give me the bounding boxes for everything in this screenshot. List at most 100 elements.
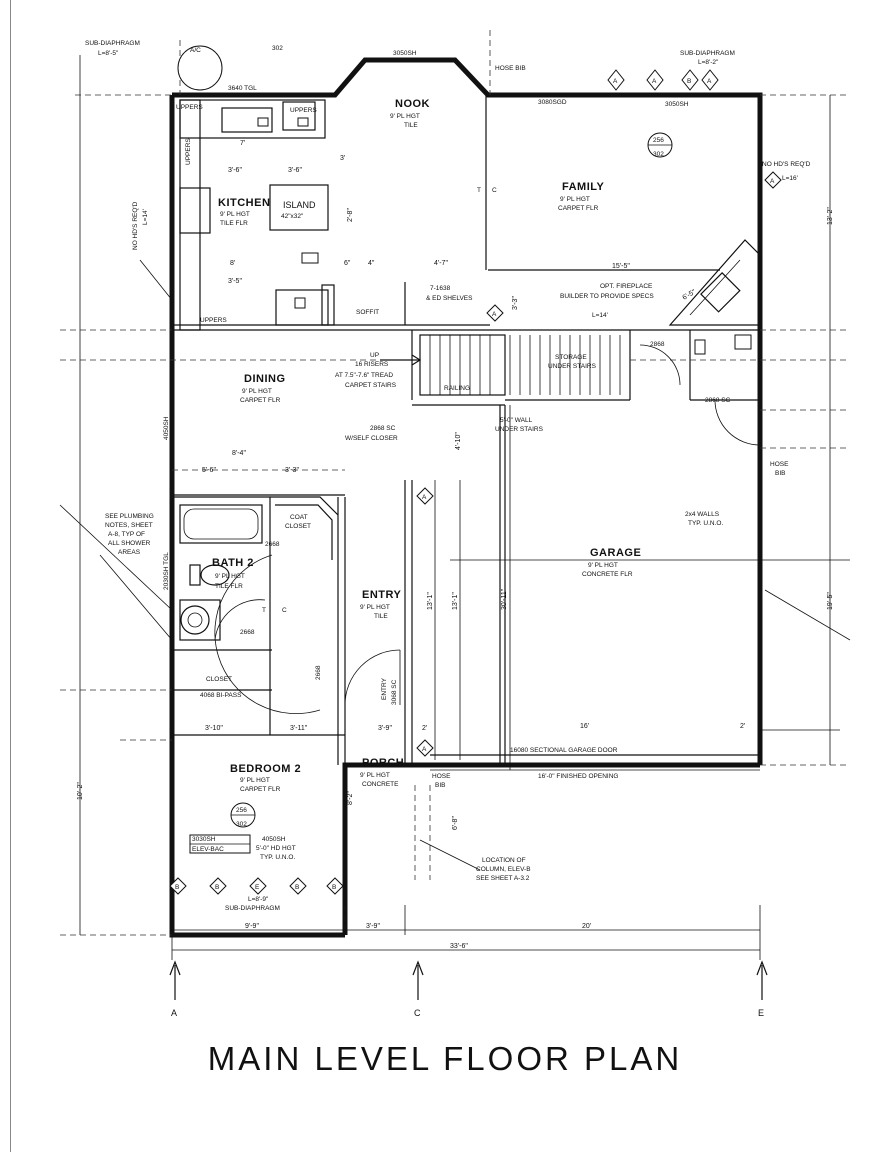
svg-text:9' PL HGT: 9' PL HGT (242, 388, 272, 395)
svg-text:2030SH TGL: 2030SH TGL (163, 552, 170, 590)
svg-text:2': 2' (422, 725, 427, 732)
island-label: ISLAND (283, 200, 316, 210)
svg-text:B: B (175, 884, 179, 891)
svg-text:B: B (215, 884, 219, 891)
svg-text:SEE SHEET A-3.2: SEE SHEET A-3.2 (476, 875, 530, 882)
svg-text:10'-2": 10'-2" (77, 782, 84, 800)
svg-text:BIB: BIB (775, 470, 785, 477)
svg-text:6": 6" (344, 260, 351, 267)
svg-text:4068 BI-PASS: 4068 BI-PASS (200, 692, 242, 699)
svg-text:3'-9": 3'-9" (366, 923, 380, 930)
svg-text:3080SGD: 3080SGD (538, 99, 567, 106)
svg-text:9' PL HGT: 9' PL HGT (215, 573, 245, 580)
svg-text:9' PL HGT: 9' PL HGT (360, 772, 390, 779)
entry-label: ENTRY (362, 589, 402, 601)
svg-text:9'-9": 9'-9" (245, 923, 259, 930)
svg-text:2868 SC: 2868 SC (370, 425, 396, 432)
svg-text:HOSE: HOSE (770, 461, 789, 468)
svg-text:CLOSET: CLOSET (285, 523, 311, 530)
svg-text:16080 SECTIONAL GARAGE DOOR: 16080 SECTIONAL GARAGE DOOR (510, 747, 618, 754)
porch-label: PORCH (362, 757, 404, 769)
svg-text:3'-6": 3'-6" (228, 167, 242, 174)
svg-text:2668: 2668 (265, 541, 280, 548)
svg-text:9' PL HGT: 9' PL HGT (220, 211, 250, 218)
svg-text:2868: 2868 (650, 341, 665, 348)
dashed-reference-lines (60, 30, 850, 936)
svg-text:A/C: A/C (190, 47, 201, 54)
svg-text:302: 302 (653, 151, 664, 158)
annotation-notes: A/C SUB-DIAPHRAGM L=8'-5" SUB-DIAPHRAGM … (85, 40, 811, 912)
svg-text:CARPET FLR: CARPET FLR (240, 397, 281, 404)
svg-text:4050SH: 4050SH (262, 836, 286, 843)
svg-text:BUILDER TO PROVIDE SPECS: BUILDER TO PROVIDE SPECS (560, 293, 654, 300)
family-label: FAMILY (562, 181, 604, 193)
svg-text:4'-7": 4'-7" (434, 260, 448, 267)
svg-text:3050SH: 3050SH (393, 50, 417, 57)
svg-text:T: T (477, 187, 481, 194)
svg-text:4050SH: 4050SH (163, 416, 170, 440)
svg-text:L=14': L=14' (142, 209, 149, 225)
svg-text:A: A (492, 311, 497, 318)
svg-text:ALL SHOWER: ALL SHOWER (108, 540, 151, 547)
svg-text:8'-4": 8'-4" (232, 450, 246, 457)
svg-text:9' PL HGT: 9' PL HGT (588, 562, 618, 569)
svg-text:& ED SHELVES: & ED SHELVES (426, 295, 473, 302)
svg-text:TILE: TILE (404, 122, 418, 129)
svg-text:SUB-DIAPHRAGM: SUB-DIAPHRAGM (85, 40, 140, 47)
garage-door-lines (430, 729, 840, 771)
bath2-label: BATH 2 (212, 557, 254, 569)
svg-text:13'-1": 13'-1" (452, 592, 459, 610)
svg-text:9' PL HGT: 9' PL HGT (240, 777, 270, 784)
svg-text:A: A (422, 494, 427, 501)
dimension-labels: 7' 3'-6" 3'-6" 3'-5" 8' 6" 4" 4'-7" 2'-8… (77, 140, 834, 950)
svg-text:RAILING: RAILING (444, 385, 470, 392)
svg-text:19'-5": 19'-5" (827, 592, 834, 610)
grid-e-label: E (758, 1008, 764, 1018)
side-dimensions (59, 55, 851, 935)
svg-text:2668: 2668 (315, 665, 322, 680)
svg-text:5'-0" WALL: 5'-0" WALL (500, 417, 533, 424)
svg-text:3'-9": 3'-9" (378, 725, 392, 732)
svg-text:CARPET FLR: CARPET FLR (558, 205, 599, 212)
svg-text:3'-3": 3'-3" (512, 296, 519, 310)
svg-text:A: A (613, 78, 618, 85)
svg-text:256: 256 (236, 807, 247, 814)
svg-text:B: B (332, 884, 336, 891)
svg-text:2': 2' (740, 723, 745, 730)
svg-text:BIB: BIB (435, 782, 445, 789)
svg-text:8'-2": 8'-2" (347, 791, 354, 805)
svg-text:UPPERS: UPPERS (200, 317, 227, 324)
svg-text:C: C (282, 607, 287, 614)
closet-label: CLOSET (206, 676, 232, 683)
svg-text:TYP. U.N.O.: TYP. U.N.O. (688, 520, 723, 527)
svg-text:6'-8": 6'-8" (452, 816, 459, 830)
svg-text:9' PL HGT: 9' PL HGT (560, 196, 590, 203)
svg-text:HOSE BIB: HOSE BIB (495, 65, 526, 72)
grid-c-label: C (414, 1008, 421, 1018)
dining-label: DINING (244, 373, 286, 385)
svg-text:13'-2": 13'-2" (827, 207, 834, 225)
svg-text:UPPERS: UPPERS (185, 138, 192, 165)
svg-text:2668: 2668 (240, 629, 255, 636)
svg-text:C: C (492, 187, 497, 194)
nook-label: NOOK (395, 98, 430, 110)
svg-text:L=8'-2": L=8'-2" (698, 59, 719, 66)
svg-text:42"x32": 42"x32" (281, 213, 304, 220)
svg-text:3068 SC: 3068 SC (391, 679, 398, 705)
svg-text:CONCRETE FLR: CONCRETE FLR (582, 571, 633, 578)
svg-text:LOCATION OF: LOCATION OF (482, 857, 526, 864)
drawing-title: MAIN LEVEL FLOOR PLAN (207, 1040, 683, 1077)
svg-text:SOFFIT: SOFFIT (356, 309, 379, 316)
room-labels: NOOK 9' PL HGT TILE FAMILY 9' PL HGT CAR… (200, 98, 641, 793)
svg-text:L=14': L=14' (592, 312, 608, 319)
fireplace (668, 239, 761, 326)
svg-text:9' PL HGT: 9' PL HGT (390, 113, 420, 120)
svg-text:L=8'-9": L=8'-9" (248, 896, 269, 903)
svg-text:15'-5": 15'-5" (612, 263, 630, 270)
svg-text:A-8, TYP OF: A-8, TYP OF (108, 531, 145, 538)
svg-text:16 RISERS: 16 RISERS (355, 361, 389, 368)
svg-text:7': 7' (240, 140, 245, 147)
svg-text:3'-5": 3'-5" (228, 278, 242, 285)
svg-text:SUB-DIAPHRAGM: SUB-DIAPHRAGM (680, 50, 735, 57)
